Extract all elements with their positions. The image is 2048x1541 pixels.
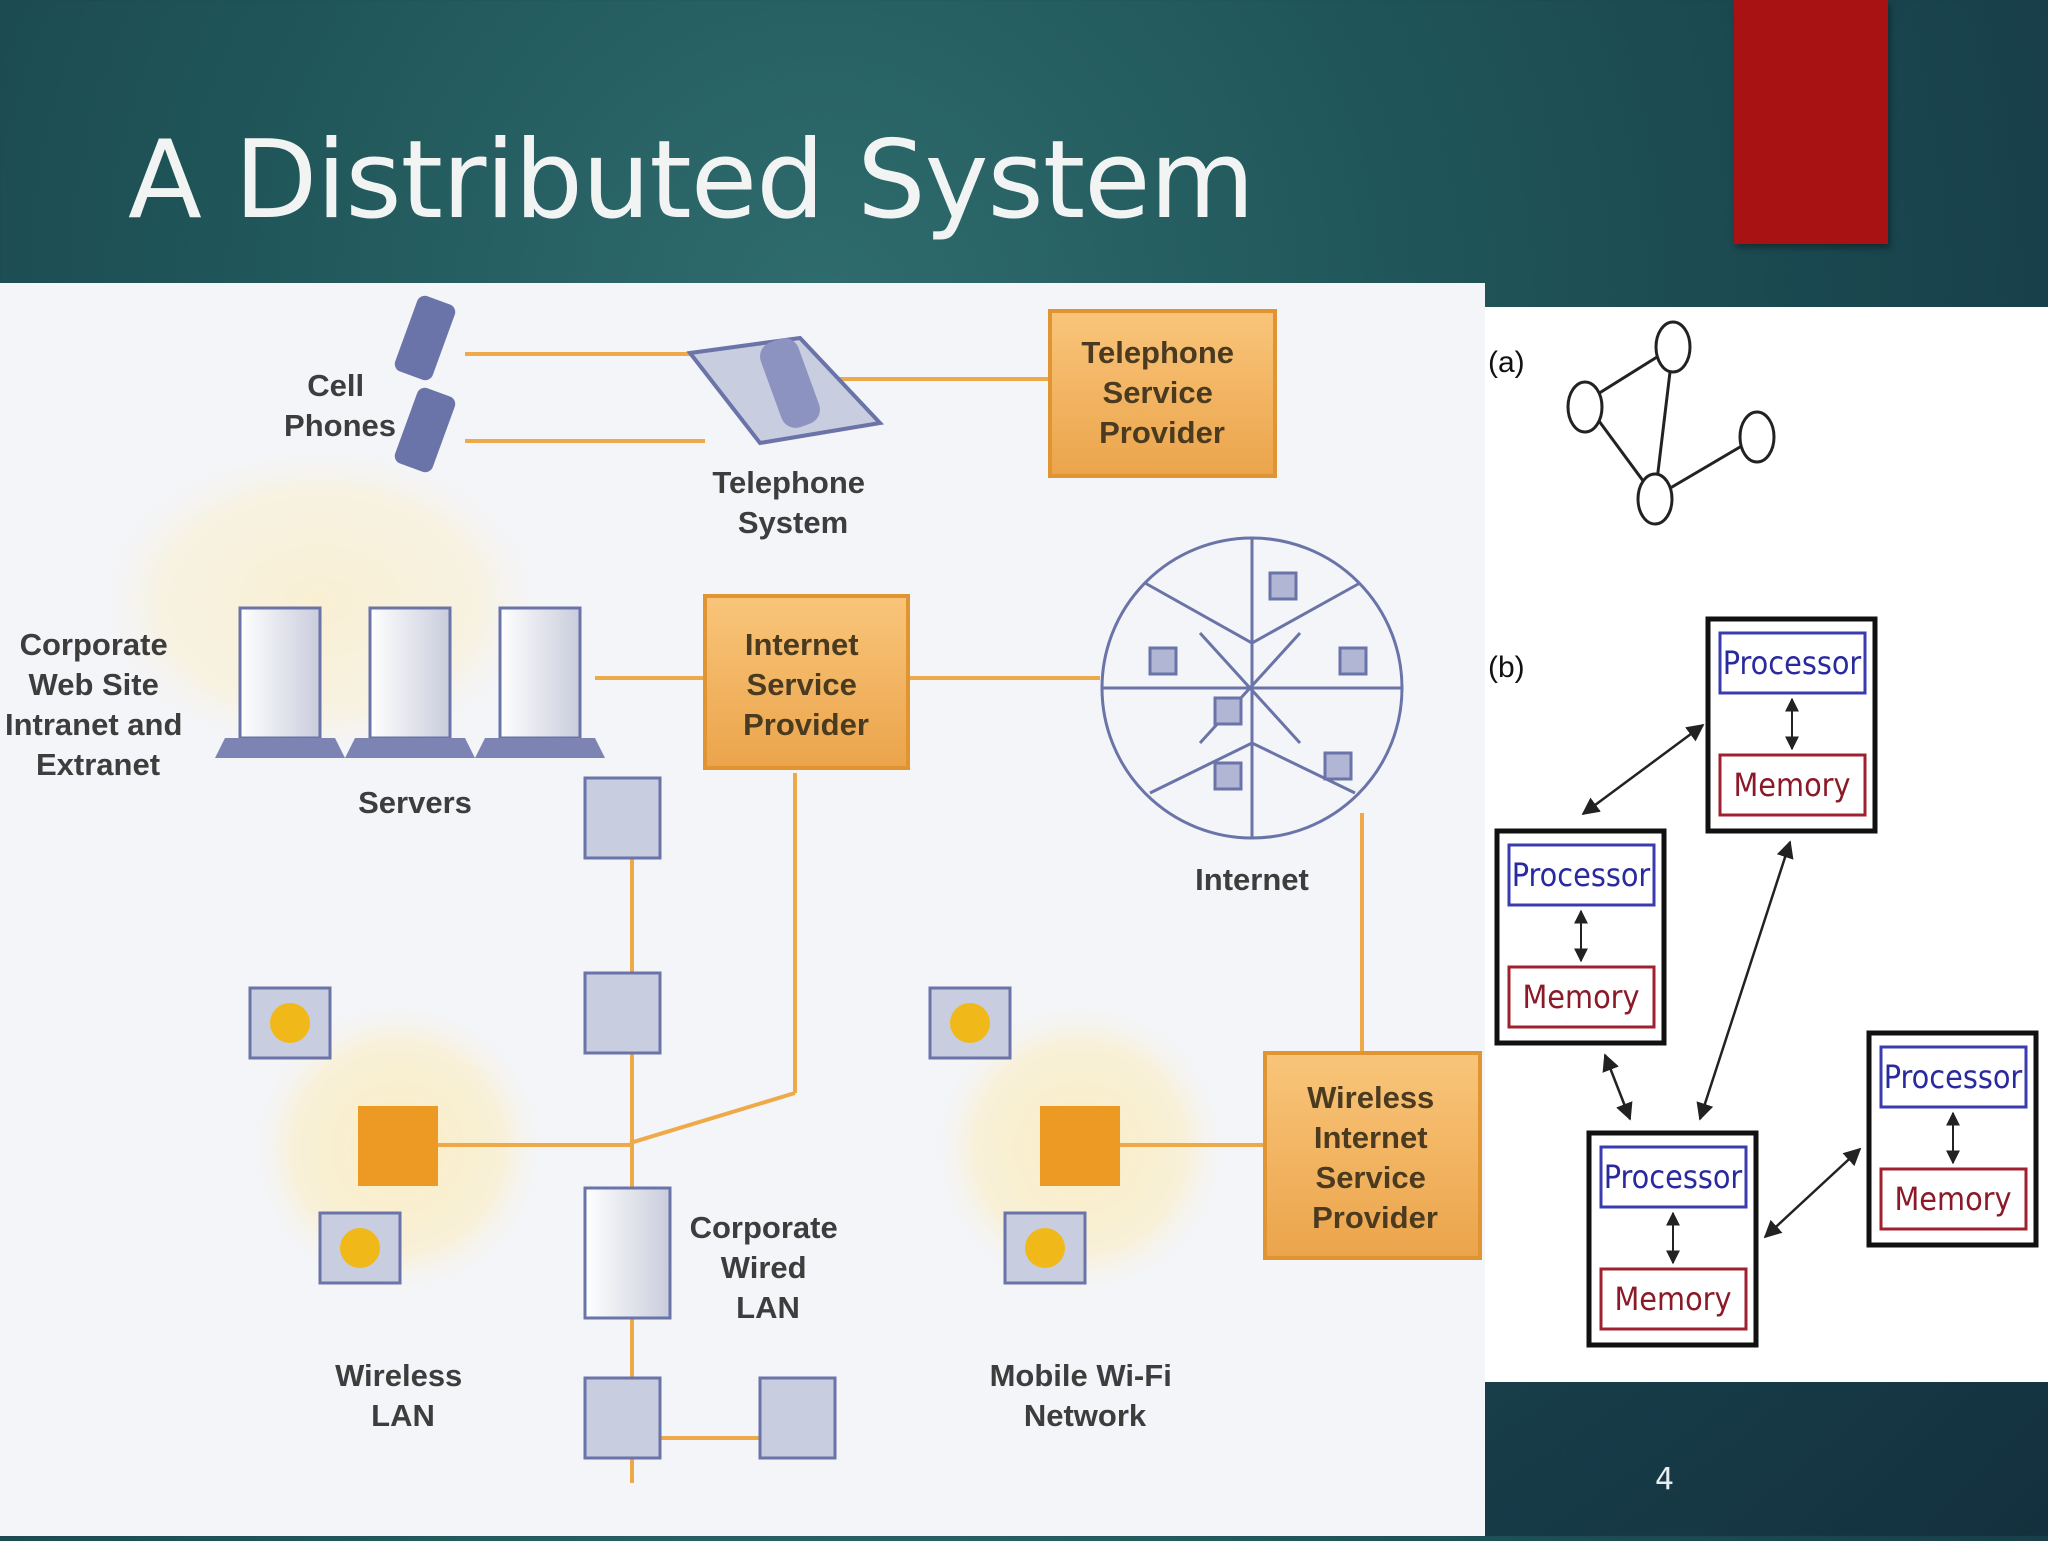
- telephone-provider-box: [1048, 309, 1277, 478]
- node-right: Processor Memory: [1866, 1030, 2039, 1248]
- label-b: (b): [1488, 651, 1525, 684]
- internet-globe-icon: [1100, 536, 1404, 840]
- cell-phone-icon: [394, 295, 456, 473]
- isp-label: Internet Service Provider: [743, 627, 869, 742]
- svg-text:Processor: Processor: [1884, 1058, 2023, 1096]
- server-icon: [215, 606, 605, 758]
- cell-phones-label: Cell Phones: [284, 368, 396, 443]
- svg-text:Memory: Memory: [1733, 766, 1850, 804]
- servers-label: Servers: [358, 785, 472, 820]
- accent-block: [1734, 0, 1888, 244]
- wireless-isp-box: [1263, 1051, 1482, 1260]
- slide-title: A Distributed System: [128, 118, 1255, 243]
- wireless-lan-label: Wireless LAN: [335, 1358, 471, 1433]
- svg-text:Memory: Memory: [1522, 978, 1639, 1016]
- svg-text:Processor: Processor: [1604, 1158, 1743, 1196]
- mobile-wifi-label: Mobile Wi-Fi Network: [990, 1358, 1181, 1433]
- slide-number: 4: [1655, 1462, 1675, 1497]
- graph-a: [1566, 320, 1776, 526]
- mobile-wifi-icon: [928, 986, 1120, 1285]
- corporate-lan-label: Corporate Wired LAN: [690, 1210, 847, 1325]
- node-left: Processor Memory: [1494, 828, 1667, 1046]
- telephone-provider-label: Telephone Service Provider: [1081, 335, 1242, 450]
- svg-text:Memory: Memory: [1894, 1180, 2011, 1218]
- svg-text:Memory: Memory: [1614, 1280, 1731, 1318]
- isp-box: [703, 594, 910, 770]
- topology-diagram: (a) (b) Processor Memory Processor Memor…: [1485, 307, 2048, 1382]
- wireless-lan-icon: [248, 986, 438, 1285]
- label-a: (a): [1488, 346, 1525, 379]
- telephone-system-label: Telephone System: [712, 465, 873, 540]
- network-diagram: Cell Phones Telephone System Telephone S…: [0, 283, 1485, 1536]
- internet-label: Internet: [1195, 862, 1309, 897]
- telephone-icon: [686, 335, 885, 446]
- svg-text:Processor: Processor: [1723, 644, 1862, 682]
- lan-server-icon: [583, 1186, 672, 1320]
- desktop-icon: [583, 776, 837, 1460]
- wireless-isp-label: Wireless Internet Service Provider: [1307, 1080, 1443, 1235]
- node-top: Processor Memory: [1705, 616, 1878, 834]
- node-bottom: Processor Memory: [1586, 1130, 1759, 1348]
- corporate-site-label: Corporate Web Site Intranet and Extranet: [5, 627, 191, 782]
- svg-text:Processor: Processor: [1512, 856, 1651, 894]
